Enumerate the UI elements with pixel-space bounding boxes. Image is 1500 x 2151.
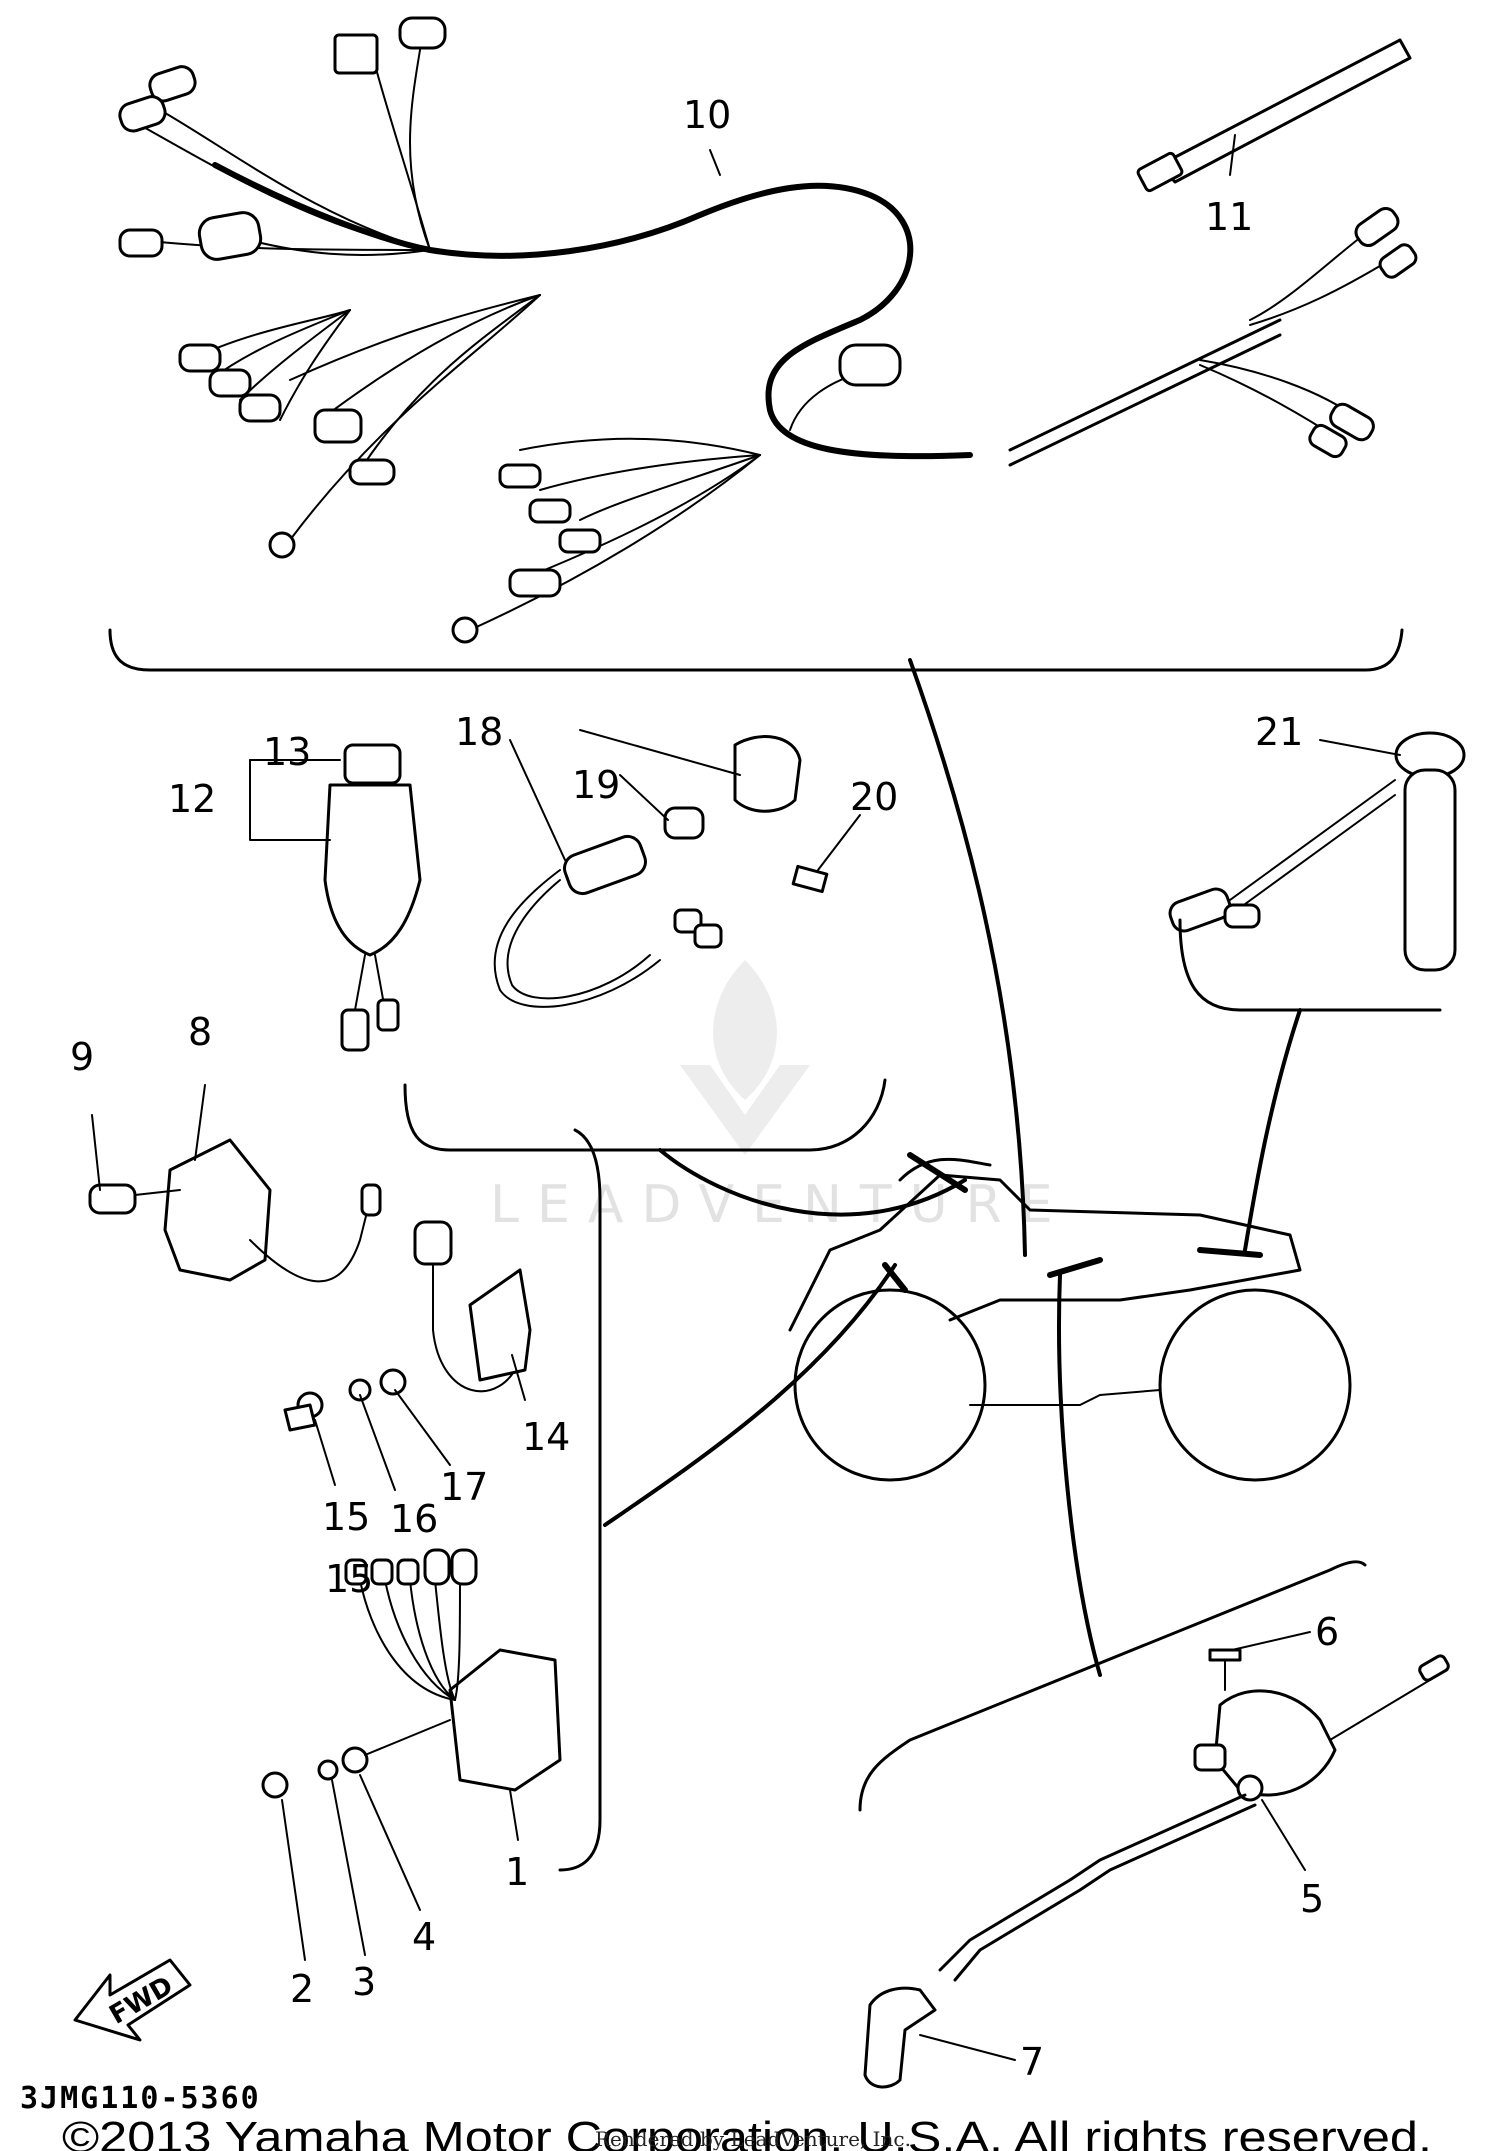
callout-12: 12 (168, 777, 216, 821)
callout-17: 17 (440, 1465, 488, 1509)
cdi-coil-lower-icon (261, 1128, 602, 1872)
callout-18: 18 (455, 710, 503, 754)
callout-9: 9 (70, 1035, 94, 1079)
callout-13: 13 (263, 730, 311, 774)
callout-4: 4 (412, 1915, 436, 1959)
sensor-icon (1168, 731, 1466, 1012)
callout-15-b: 15 (325, 1557, 373, 1601)
callout-10: 10 (683, 93, 731, 137)
callout-leaders (91, 134, 1401, 2061)
callout-3: 3 (352, 1960, 376, 2004)
reference-code: 3JMG110-5360 (20, 2081, 261, 2116)
callout-11: 11 (1205, 195, 1253, 239)
leader-lines (603, 658, 1302, 1677)
callout-5: 5 (1300, 1877, 1324, 1921)
starter-relay-icon (858, 1560, 1450, 2089)
callout-8: 8 (188, 1010, 212, 1054)
callout-16: 16 (390, 1497, 438, 1541)
fwd-arrow-icon: FWD (73, 1958, 192, 2042)
callout-1: 1 (505, 1850, 529, 1894)
cdi-unit-icon (88, 1138, 382, 1283)
wire-harness-icon (108, 16, 1418, 672)
callout-20: 20 (850, 775, 898, 819)
copyright-notice: ©2013 Yamaha Motor Corporation, U.S.A. A… (62, 2113, 1432, 2151)
ignition-coil-icon (283, 1220, 532, 1432)
connector-set-icon (403, 735, 887, 1152)
callout-6: 6 (1315, 1610, 1339, 1654)
callout-2: 2 (290, 1967, 314, 2011)
main-switch-icon (323, 743, 422, 1052)
callout-14: 14 (522, 1415, 570, 1459)
callout-21: 21 (1255, 710, 1303, 754)
callout-15-a: 15 (322, 1495, 370, 1539)
watermark: LEADVENTURE (490, 960, 1071, 1235)
callouts: 10 11 12 13 18 19 20 21 8 9 14 15 16 17 … (70, 93, 1339, 2084)
watermark-text: LEADVENTURE (490, 1175, 1071, 1235)
callout-7: 7 (1020, 2040, 1044, 2084)
callout-19: 19 (572, 763, 620, 807)
rendered-by: Rendered by LeadVenture, Inc. (595, 2127, 911, 2151)
cable-tie-icon (1136, 38, 1412, 193)
